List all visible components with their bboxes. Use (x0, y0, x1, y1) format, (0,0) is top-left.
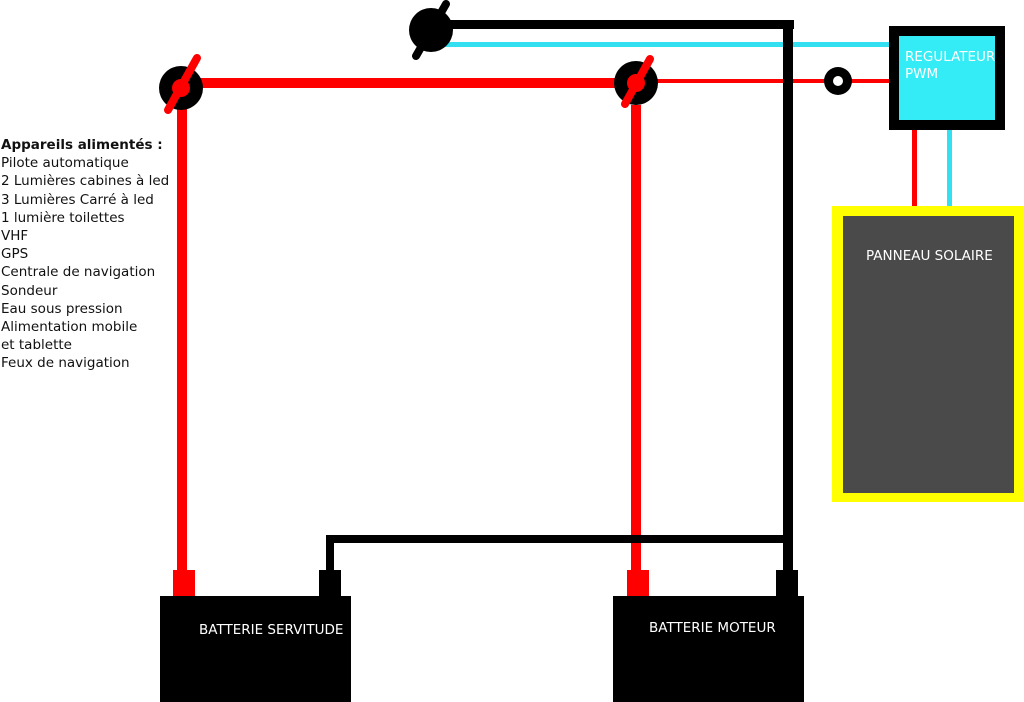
positive-wires (177, 78, 917, 575)
legend-item: VHF (1, 228, 29, 245)
battery-switch-icon[interactable] (159, 54, 203, 114)
battery-switch-icon[interactable] (409, 0, 453, 60)
black-wire-service-negative (326, 535, 334, 575)
regulator-label-line1: REGULATEUR (905, 49, 996, 65)
solar-panel (832, 206, 1024, 502)
legend-item: Feux de navigation (1, 355, 130, 372)
regulator-label-line2: PWM (905, 66, 939, 82)
regulator-wires (440, 42, 952, 207)
battery-service-label: BATTERIE SERVITUDE (199, 622, 344, 638)
red-wire-top-horizontal (180, 78, 634, 88)
fuse-icon (824, 67, 852, 95)
negative-wires (326, 20, 794, 575)
black-wire-main-vertical (783, 20, 793, 575)
legend-item: 2 Lumières cabines à led (1, 173, 170, 190)
battery-negative-terminal (319, 570, 341, 598)
battery-negative-terminal (776, 570, 798, 598)
battery-engine-label: BATTERIE MOTEUR (649, 620, 776, 636)
red-wire-engine-vertical (631, 105, 641, 575)
solar-panel-label: PANNEAU SOLAIRE (866, 248, 993, 264)
battery-service (160, 570, 351, 702)
powered-devices-list: Appareils alimentés : Pilote automatique… (1, 136, 169, 373)
legend-item: et tablette (1, 337, 72, 354)
battery-switch-icon[interactable] (614, 55, 658, 108)
legend-title: Appareils alimentés : (1, 137, 163, 153)
cyan-wire-top (440, 42, 892, 47)
red-wire-service-vertical (177, 105, 187, 575)
legend-item: Sondeur (1, 282, 58, 299)
legend-item: GPS (1, 246, 29, 263)
legend-item: Eau sous pression (1, 300, 123, 317)
red-wire-to-fuse (650, 79, 828, 83)
black-wire-cross-horizontal (326, 535, 793, 543)
regulator-label: REGULATEUR PWM (905, 49, 995, 83)
legend-item: Alimentation mobile (1, 319, 138, 336)
legend-item: 3 Lumières Carré à led (1, 191, 154, 208)
legend-item: 1 lumière toilettes (1, 209, 125, 226)
red-wire-regulator-to-panel (912, 130, 917, 207)
battery-positive-terminal (627, 570, 649, 598)
legend-item: Pilote automatique (1, 155, 129, 172)
battery-engine (613, 570, 804, 702)
regulator-box (889, 26, 1005, 130)
battery-positive-terminal (173, 570, 195, 598)
cyan-wire-regulator-to-panel (947, 130, 952, 207)
black-wire-top (430, 20, 794, 29)
red-wire-fuse-to-regulator (850, 79, 892, 83)
legend-item: Centrale de navigation (1, 264, 156, 281)
